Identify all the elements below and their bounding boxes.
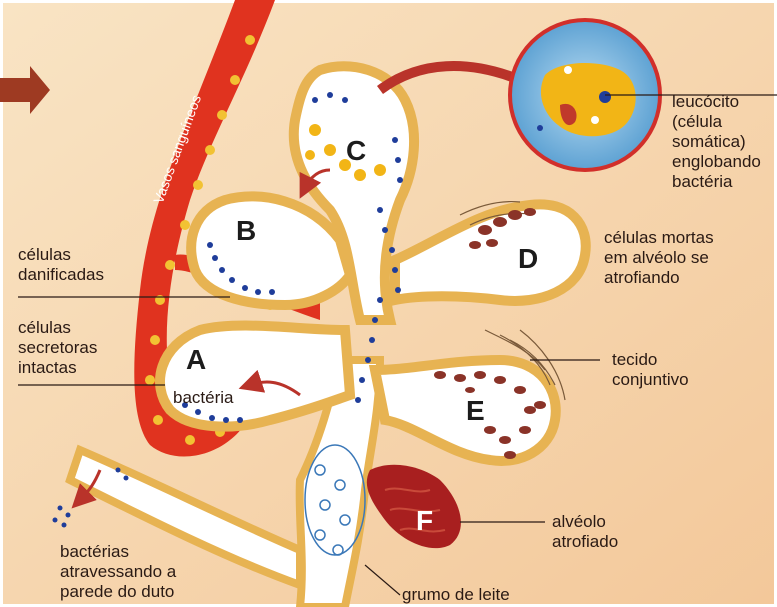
alveolus-f-letter: F <box>416 505 433 537</box>
alveolus-d-letter: D <box>518 243 538 275</box>
label-tecido-conjuntivo: tecido conjuntivo <box>612 350 689 390</box>
label-celulas-danificadas: células danificadas <box>18 245 104 285</box>
label-celulas-mortas: células mortas em alvéolo se atrofiando <box>604 228 714 288</box>
label-celulas-secretoras: células secretoras intactas <box>18 318 97 378</box>
label-bacteria: bactéria <box>173 388 233 408</box>
label-bacterias-atravessando: bactérias atravessando a parede do duto <box>60 542 176 602</box>
alveolus-b-letter: B <box>236 215 256 247</box>
label-leucocito: leucócito (célula somática) englobando b… <box>672 92 761 192</box>
label-alveolo-atrofiado: alvéolo atrofiado <box>552 512 618 552</box>
alveolus-c-letter: C <box>346 135 366 167</box>
label-grumo: grumo de leite <box>402 585 510 605</box>
alveolus-a-letter: A <box>186 344 206 376</box>
alveolus-e-letter: E <box>466 395 485 427</box>
